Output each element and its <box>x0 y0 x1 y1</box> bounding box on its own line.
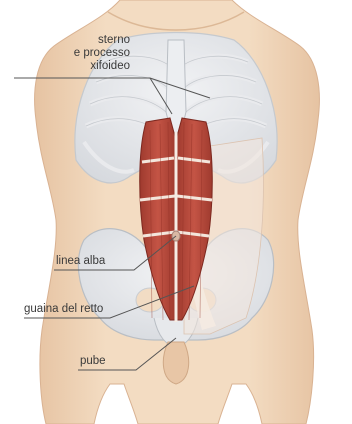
rectus-sheath-label: guaina del retto <box>24 303 103 316</box>
pubis-label: pube <box>80 355 106 368</box>
sternum-label-line-2: e processo <box>20 47 130 60</box>
linea-alba-label: linea alba <box>56 255 105 268</box>
sternum-label: sterno e processo xifoideo <box>20 34 130 73</box>
genital-area <box>163 342 188 384</box>
sternum-label-line-1: sterno <box>20 34 130 47</box>
sternum-label-line-3: xifoideo <box>20 60 130 73</box>
